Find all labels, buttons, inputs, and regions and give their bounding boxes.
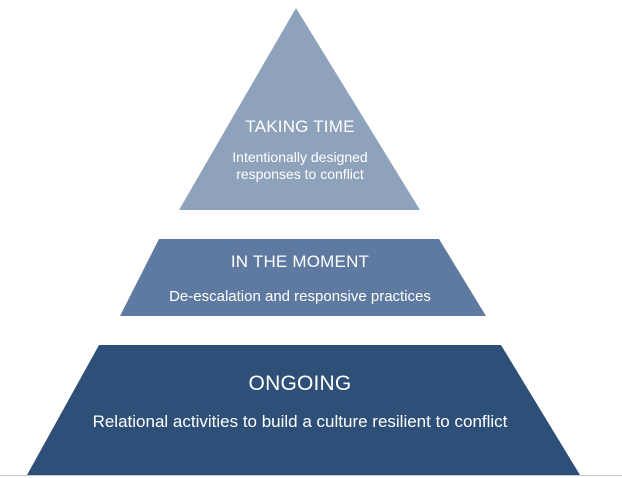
- tier-top-description: Intentionally designed responses to conf…: [232, 149, 368, 182]
- tier-bottom-text: ONGOING Relational activities to build a…: [60, 372, 540, 431]
- tier-top-title: TAKING TIME: [245, 117, 355, 136]
- tier-top-text: TAKING TIME Intentionally designed respo…: [200, 117, 400, 183]
- tier-middle-title: IN THE MOMENT: [230, 252, 370, 271]
- tier-bottom-title: ONGOING: [248, 372, 352, 395]
- tier-middle-shape: [120, 239, 486, 316]
- baseline-divider: [0, 475, 622, 476]
- tier-bottom-shape: [27, 345, 580, 475]
- tier-bottom-description: Relational activities to build a culture…: [92, 412, 508, 431]
- tier-top-shape: [179, 8, 420, 210]
- tier-middle-description: De-escalation and responsive practices: [169, 288, 431, 305]
- tier-middle-text: IN THE MOMENT De-escalation and responsi…: [120, 252, 480, 305]
